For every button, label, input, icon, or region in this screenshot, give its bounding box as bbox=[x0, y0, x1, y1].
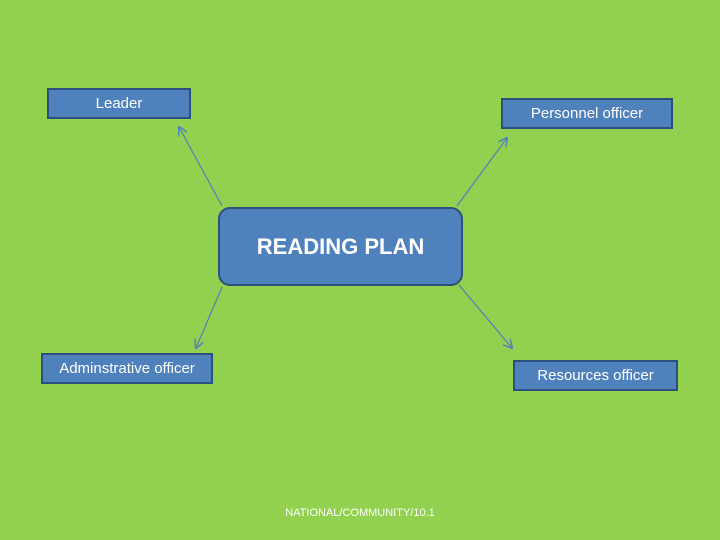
personnel-officer-node: Personnel officer bbox=[501, 98, 673, 129]
resources-officer-node: Resources officer bbox=[513, 360, 678, 391]
administrative-officer-node: Adminstrative officer bbox=[41, 353, 213, 384]
leader-node-label: Leader bbox=[95, 95, 143, 112]
administrative-officer-node-label: Adminstrative officer bbox=[59, 360, 195, 377]
center-node: READING PLAN bbox=[218, 207, 463, 286]
resources-officer-node-label: Resources officer bbox=[537, 367, 654, 384]
arrow-to-personnel bbox=[456, 138, 507, 207]
arrow-to-leader bbox=[179, 127, 223, 207]
leader-node: Leader bbox=[47, 88, 191, 119]
arrow-to-admin bbox=[196, 286, 223, 348]
center-node-label: READING PLAN bbox=[256, 233, 425, 259]
personnel-officer-node-label: Personnel officer bbox=[530, 105, 644, 122]
footer-text: NATIONAL/COMMUNITY/10.1 bbox=[285, 507, 435, 519]
arrow-to-resources bbox=[458, 284, 512, 348]
